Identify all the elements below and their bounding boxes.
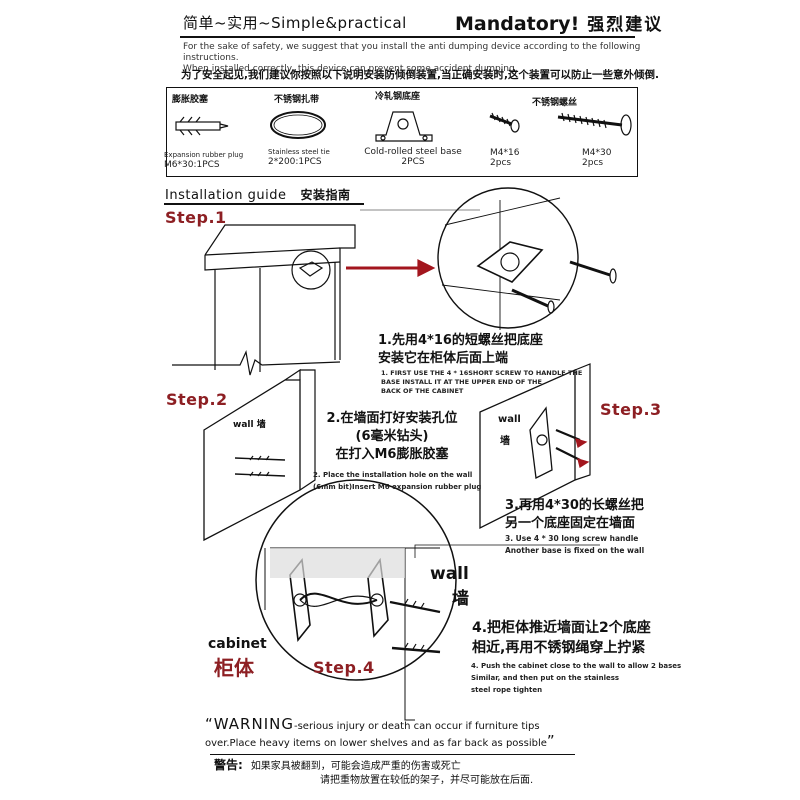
parts-list-box bbox=[166, 87, 638, 177]
part-spec-base: Cold-rolled steel base 2PCS bbox=[363, 147, 463, 167]
final-assembly-illustration bbox=[255, 479, 600, 721]
step2-en-line1: 2. Place the installation hole on the wa… bbox=[313, 471, 473, 479]
step2-caption-cn: 2.在墙面打好安装孔位 (6毫米钻头) 在打入M6膨胀胶塞 bbox=[312, 410, 472, 464]
step4-wall-cn: 墙 bbox=[452, 589, 469, 609]
intro-chinese: 为了安全起见,我们建议你按照以下说明安装防倾倒装置,当正确安装时,这个装置可以防… bbox=[181, 69, 659, 81]
part-spec-tie-small: Stainless steel tie bbox=[268, 148, 330, 156]
warning-cn-label: 警告: bbox=[214, 758, 243, 772]
long-screw-icon bbox=[557, 112, 632, 136]
warning-word: WARNING bbox=[213, 715, 294, 733]
cabinet-illustration bbox=[172, 224, 356, 376]
installation-underline bbox=[164, 203, 364, 205]
step2-cn-line1: 2.在墙面打好安装孔位 bbox=[326, 411, 458, 426]
step2-wall-label: wall 墙 bbox=[233, 420, 266, 430]
step3-caption-en: 3. Use 4 * 30 long screw handle Another … bbox=[505, 533, 644, 557]
part-name-plug: 膨胀胶塞 bbox=[172, 95, 209, 105]
warning-en-line1: “WARNING-serious injury or death can occ… bbox=[205, 717, 556, 734]
part-spec-screw16-size: M4*16 bbox=[490, 148, 520, 158]
short-screw-icon bbox=[489, 112, 520, 133]
part-spec-tie-qty: 2*200:1PCS bbox=[268, 157, 322, 167]
header-divider bbox=[180, 36, 635, 38]
step3-cn-line1: 3.再用4*30的长螺丝把 bbox=[505, 498, 644, 513]
step3-label: Step.3 bbox=[600, 400, 662, 419]
intro-en-line2: When installed correctly, this device ca… bbox=[183, 64, 518, 74]
step1-en-line1: 1. FIRST USE THE 4 * 16SHORT SCREW TO HA… bbox=[381, 369, 583, 377]
step4-cn-line1: 4.把柜体推近墙面让2个底座 bbox=[472, 620, 651, 636]
warning-divider bbox=[210, 754, 575, 755]
step4-cn-line2: 相近,再用不锈钢绳穿上拧紧 bbox=[472, 640, 646, 656]
warning-en-line2: over.Place heavy items on lower shelves … bbox=[205, 734, 556, 751]
warning-close-quote: ” bbox=[546, 732, 556, 750]
part-spec-base-small: Cold-rolled steel base bbox=[364, 147, 462, 157]
mandatory-label: Mandatory! bbox=[455, 13, 580, 35]
steel-tie-icon bbox=[270, 111, 326, 139]
part-spec-screw30-qty: 2pcs bbox=[582, 158, 604, 168]
zoom-detail-illustration bbox=[437, 187, 617, 330]
warning-english: “WARNING-serious injury or death can occ… bbox=[205, 717, 556, 751]
installation-en: Installation guide bbox=[165, 188, 287, 203]
part-spec-plug-small: Expansion rubber plug bbox=[164, 151, 244, 159]
mandatory-cn: 强烈建议 bbox=[587, 15, 664, 35]
header-left-title: 简单~实用~Simple&practical bbox=[183, 14, 407, 32]
step3-wall-cn: 墙 bbox=[500, 436, 510, 447]
expansion-plug-icon bbox=[175, 116, 229, 136]
wall-illustration-step2 bbox=[203, 368, 316, 542]
step4-en-line2: Similar, and then put on the stainless bbox=[471, 674, 620, 682]
step4-cabinet-en: cabinet bbox=[208, 636, 267, 652]
step1-cn-line2: 安装它在柜体后面上端 bbox=[378, 351, 509, 366]
step3-wall-en: wall bbox=[498, 414, 521, 425]
intro-english: For the sake of safety, we suggest that … bbox=[183, 42, 643, 75]
step1-caption-cn: 1.先用4*16的短螺丝把底座 安装它在柜体后面上端 bbox=[378, 332, 543, 368]
intro-en-line1: For the sake of safety, we suggest that … bbox=[183, 42, 641, 63]
warning-cn-line1-text: 如果家具被翻到，可能会造成严重的伤害或死亡 bbox=[250, 761, 461, 772]
part-spec-plug: Expansion rubber plug M6*30:1PCS bbox=[164, 150, 243, 170]
installation-cn: 安装指南 bbox=[300, 188, 351, 202]
steel-base-icon bbox=[375, 111, 433, 142]
step1-en-line3: BACK OF THE CABINET bbox=[381, 387, 464, 395]
wall-illustration-step3 bbox=[479, 363, 591, 530]
part-spec-base-qty: 2PCS bbox=[401, 157, 425, 167]
step3-caption-cn: 3.再用4*30的长螺丝把 另一个底座固定在墙面 bbox=[505, 497, 644, 533]
step1-caption-en: 1. FIRST USE THE 4 * 16SHORT SCREW TO HA… bbox=[381, 369, 582, 396]
step1-label: Step.1 bbox=[165, 208, 227, 227]
step3-en-line1: 3. Use 4 * 30 long screw handle bbox=[505, 534, 639, 543]
step4-label: Step.4 bbox=[313, 658, 375, 677]
step2-caption-en: 2. Place the installation hole on the wa… bbox=[313, 469, 481, 493]
step2-label: Step.2 bbox=[166, 390, 228, 409]
part-spec-screw30: M4*30 2pcs bbox=[582, 148, 611, 168]
step1-cn-line1: 1.先用4*16的短螺丝把底座 bbox=[378, 333, 543, 348]
part-name-tie: 不锈钢扎带 bbox=[274, 95, 320, 105]
step2-cn-line2: (6毫米钻头) bbox=[355, 429, 429, 444]
step1-en-line2: BASE INSTALL IT AT THE UPPER END OF THE bbox=[381, 378, 542, 386]
step2-cn-line3: 在打入M6膨胀胶塞 bbox=[335, 447, 449, 462]
step4-en-line1: 4. Push the cabinet close to the wall to… bbox=[471, 662, 682, 670]
header-right-title: Mandatory! 强烈建议 bbox=[455, 10, 663, 35]
warning-en-line2-text: over.Place heavy items on lower shelves … bbox=[205, 738, 547, 749]
part-spec-plug-qty: M6*30:1PCS bbox=[164, 160, 220, 170]
step4-caption-en: 4. Push the cabinet close to the wall to… bbox=[471, 660, 681, 696]
step2-en-line2: (6mm bit)Insert M6 expansion rubber plug bbox=[313, 483, 482, 491]
step4-wall-en: wall bbox=[430, 564, 469, 584]
part-spec-screw30-size: M4*30 bbox=[582, 148, 612, 158]
step4-cabinet-cn: 柜体 bbox=[214, 656, 254, 680]
part-spec-tie: Stainless steel tie 2*200:1PCS bbox=[268, 147, 330, 167]
warning-en-rest: -serious injury or death can occur if fu… bbox=[293, 721, 540, 732]
warning-open-quote: “ bbox=[205, 715, 214, 733]
warning-chinese: 警告: 如果家具被翻到，可能会造成严重的伤害或死亡 请把重物放置在较低的架子，并尽… bbox=[214, 758, 533, 788]
warning-cn-line2: 请把重物放置在较低的架子，并尽可能放在后面. bbox=[320, 775, 534, 786]
step3-en-line2: Another base is fixed on the wall bbox=[505, 546, 645, 555]
part-name-screw: 不锈钢螺丝 bbox=[532, 98, 578, 108]
part-spec-screw16-qty: 2pcs bbox=[490, 158, 512, 168]
step4-caption-cn: 4.把柜体推近墙面让2个底座 相近,再用不锈钢绳穿上拧紧 bbox=[472, 618, 651, 658]
warning-cn-line1: 警告: 如果家具被翻到，可能会造成严重的伤害或死亡 bbox=[214, 758, 533, 774]
step3-cn-line2: 另一个底座固定在墙面 bbox=[505, 516, 636, 531]
installation-guide-heading: Installation guide 安装指南 bbox=[165, 186, 351, 203]
part-name-base: 冷轧钢底座 bbox=[375, 92, 421, 102]
step4-en-line3: steel rope tighten bbox=[471, 686, 543, 694]
part-spec-screw16: M4*16 2pcs bbox=[490, 148, 519, 168]
arrow-right-icon bbox=[417, 259, 436, 277]
